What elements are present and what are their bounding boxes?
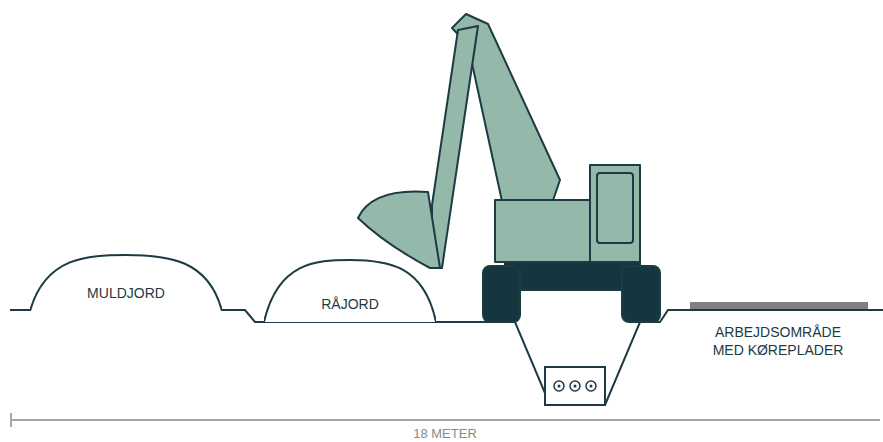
scale-label: 18 METER — [365, 426, 525, 442]
pipe-cores — [558, 385, 593, 388]
mound-outline — [30, 254, 222, 311]
scale-bar — [10, 419, 880, 421]
mound-shape — [30, 255, 222, 311]
scale-tick — [10, 413, 12, 427]
work-area-label: ARBEJDSOMRÅDE MED KØREPLADER — [703, 324, 853, 359]
topsoil-mound: MULDJORD — [30, 254, 222, 311]
driving-plate — [690, 302, 868, 309]
subsoil-mound: RÅJORD — [264, 259, 436, 322]
pipe-bed — [545, 367, 605, 405]
ground-line — [10, 310, 883, 405]
mound-shape — [264, 260, 436, 322]
mound-label: RÅJORD — [264, 296, 436, 312]
mound-outline — [264, 259, 436, 322]
mound-label: MULDJORD — [30, 285, 222, 301]
pipes — [554, 381, 596, 391]
